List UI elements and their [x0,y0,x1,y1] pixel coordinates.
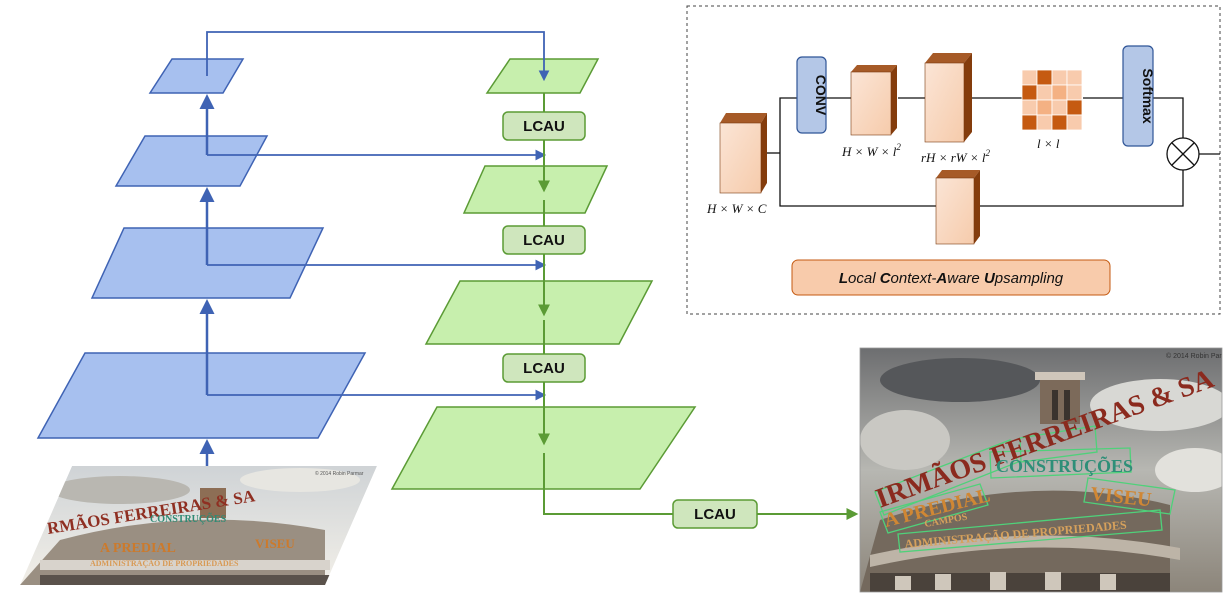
lcau-inset: H × W × C CONV H × W × l2 rH × rW × l2 l… [686,5,1221,315]
input-credit: © 2014 Robin Parmar [315,470,364,477]
skip-feature-block [935,170,980,245]
banner-title: Local Context-Aware Upsampling [839,270,1064,287]
encoder-level-3 [114,135,269,187]
kernel-cell [1066,69,1083,86]
output-sign-sub: CONSTRUÇÕES [996,455,1133,476]
decoder-level-3 [462,165,609,214]
conv-block: CONV [796,56,829,134]
decoder-level-4 [485,58,600,94]
kernel-cell [1051,84,1068,101]
conv-output-block [850,65,897,136]
input-sign-bottom: ADMINISTRAÇÃO DE PROPRIEDADES [90,559,239,568]
output-image-frame [859,347,1223,593]
input-feature-block [719,113,767,194]
lcau-banner: Local Context-Aware Upsampling [791,259,1111,296]
kernel-cell [1021,114,1038,131]
kernel-cell [1036,69,1053,86]
kernel-cell [1066,114,1083,131]
kernel-cell [1051,99,1068,116]
lcau-label: LCAU [523,232,565,249]
upsampled-dim-label: rH × rW × l2 [921,148,991,165]
lcau-box-2: LCAU [502,225,586,255]
multiply-icon [1166,137,1200,171]
lcau-label: LCAU [694,506,736,523]
lcau-box-4: LCAU [672,499,758,529]
decoder-level-2 [424,280,654,345]
conv-dim-label: H × W × l2 [841,142,901,159]
lcau-box-1: LCAU [502,111,586,141]
input-image: RMÃOS FERREIRAS & SA CONSTRUÇÕES A PREDI… [20,466,377,585]
decoder-down-arrows [538,93,859,520]
softmax-label: Softmax [1140,68,1156,123]
kernel-cell [1036,99,1053,116]
output-image: IRMÃOS FERREIRAS & SA CONSTRUÇÕES A PRED… [860,348,1225,592]
kernel-dim-label: l × l [1037,136,1060,151]
input-sign-sub: CONSTRUÇÕES [150,513,227,525]
inset-frame [686,5,1221,315]
kernel-cell [1021,69,1038,86]
skip-connections [206,31,550,401]
inset-connections [766,97,1220,207]
kernel-grid [1021,69,1083,131]
lcau-box-3: LCAU [502,353,586,383]
conv-label: CONV [813,75,829,116]
encoder-level-4 [148,58,245,94]
decoder-level-1 [390,406,697,490]
input-dim-label: H × W × C [706,201,767,216]
kernel-cell [1036,114,1053,131]
upsampled-block [924,53,972,143]
input-sign-left: A PREDIAL [100,541,176,556]
kernel-cell [1021,84,1038,101]
kernel-cell [1066,84,1083,101]
softmax-block: Softmax [1122,45,1156,147]
dec-line-out [543,453,673,515]
encoder-level-1 [36,352,367,439]
kernel-cell [1051,114,1068,131]
lcau-label: LCAU [523,118,565,135]
input-sign-right: VISEU [255,536,295,551]
skip-top [206,31,550,82]
kernel-cell [1036,84,1053,101]
encoder-pyramid [36,58,367,439]
kernel-cell [1051,69,1068,86]
kernel-cell [1066,99,1083,116]
output-credit: © 2014 Robin Parmar [1166,352,1225,360]
lcau-label: LCAU [523,360,565,377]
kernel-cell [1021,99,1038,116]
